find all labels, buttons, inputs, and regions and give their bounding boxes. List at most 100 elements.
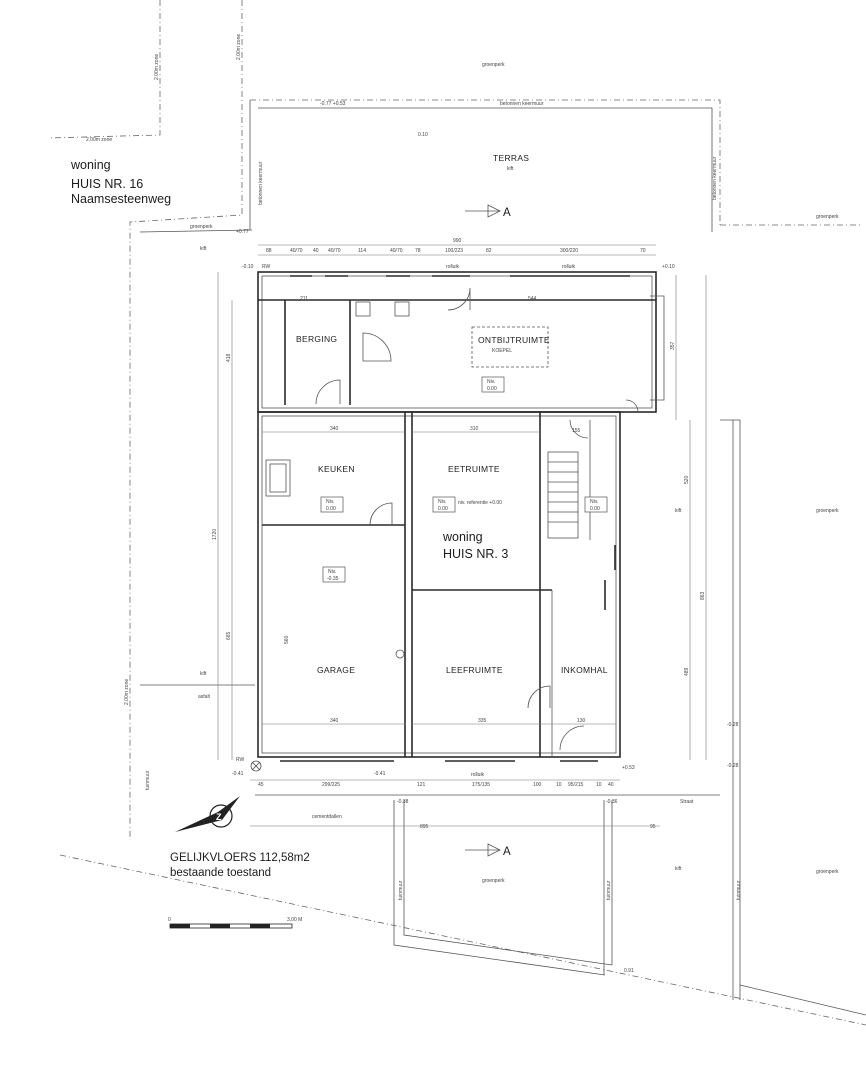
room-eetruimte: EETRUIMTE (448, 464, 500, 474)
note-rw: RW (262, 264, 271, 270)
dim-garage: 340 (330, 718, 339, 724)
note-level: -0.77 +0.53 (320, 101, 346, 107)
level-boxes (320, 376, 608, 583)
house-label-2: HUIS NR. 3 (443, 547, 508, 561)
note-level: -0.38 (397, 799, 409, 805)
compass-icon (175, 796, 240, 832)
note-cementdallen: cementdallen (312, 814, 342, 820)
room-inkomhal: INKOMHAL (561, 665, 608, 675)
dim-leef: 335 (478, 718, 487, 724)
dim-bottom-part: 95/215 (568, 782, 584, 788)
dim-top-part: 300/220 (560, 248, 578, 254)
note-keermuur: betonnen keermuur (500, 101, 544, 107)
note-rolluik: rolluik (562, 264, 576, 270)
note-kift: kift (200, 246, 207, 252)
note-level: -0.41 (232, 771, 244, 777)
note-kift: kift (200, 671, 207, 677)
dim-top-part: 40/70 (290, 248, 303, 254)
dim-bottom-part: 10 (596, 782, 602, 788)
dim-left-c: 560 (284, 635, 290, 644)
note-tuinmuur: tuinmuur (606, 880, 612, 900)
dim-top-part: 88 (266, 248, 272, 254)
dim-bottom-part: 40 (608, 782, 614, 788)
note-asfalt: asfalt (198, 694, 211, 700)
room-keuken: KEUKEN (318, 464, 355, 474)
dim-berging: 211 (300, 296, 308, 302)
dim-ontbijt: 544 (528, 296, 537, 302)
level-value: 0.00 (590, 506, 600, 512)
note-rolluik: rolluik (471, 772, 485, 778)
room-berging: BERGING (296, 334, 337, 344)
dim-eet-side: 155 (572, 428, 581, 434)
dim-bottom-part: 45 (258, 782, 264, 788)
neighbour-label-3: Naamsesteenweg (71, 192, 171, 206)
dim-top-part: 78 (415, 248, 421, 254)
note-level: -0.36 (606, 799, 618, 805)
note-tuinmuur: tuinmuur (398, 880, 404, 900)
dim-top-part: 114 (358, 248, 366, 254)
note-tuinmuur: tuinmuur (145, 770, 151, 790)
house-walls (250, 271, 665, 772)
level-label: Niv. (438, 499, 446, 505)
note-level: -0.28 (727, 763, 739, 769)
note-rw: RW (236, 757, 245, 763)
dim-bottom-total: 895 (420, 824, 429, 830)
note-zone: 2.00m zone (236, 34, 242, 60)
room-terras: TERRAS (493, 153, 529, 163)
dim-top-part: 40/70 (390, 248, 403, 254)
note-straat: Straat (680, 799, 694, 805)
dim-top-part: 82 (486, 248, 492, 254)
dim-left-a: 418 (226, 353, 232, 362)
level-label: Niv. (328, 569, 336, 575)
level-label: Niv. (326, 499, 334, 505)
dim-top-part: 40 (313, 248, 319, 254)
section-mark-top: A (503, 207, 511, 219)
scale-label: 3,00 M (287, 917, 302, 923)
dim-right-b: 520 (684, 475, 690, 484)
dim-right-total: 863 (700, 591, 706, 600)
note-groenperk: groenperk (816, 508, 839, 514)
scale-bar (169, 923, 293, 929)
dim-inkom: 130 (577, 718, 586, 724)
level-label: Niv. (590, 499, 598, 505)
note-zone: 2.00m zone (86, 137, 112, 143)
dim-right-c: 489 (684, 667, 690, 676)
level-value: 0.00 (326, 506, 336, 512)
dim-right-a: 357 (670, 341, 676, 350)
dim-left-b: 665 (226, 631, 232, 640)
level-value: -0.35 (327, 576, 339, 582)
note-groenperk: groenperk (816, 214, 839, 220)
room-ontbijtruimte: ONTBIJTRUIMTE (478, 335, 550, 345)
room-leefruimte: LEEFRUIMTE (446, 665, 503, 675)
note-level: 0.91 (624, 968, 634, 974)
level-value: 0.00 (438, 506, 448, 512)
dim-left-total: 1720 (212, 529, 218, 540)
note-groenperk: groenperk (816, 869, 839, 875)
dim-eet: 310 (470, 426, 479, 432)
note-groenperk: groenperk (482, 62, 505, 68)
note-rolluik: rolluik (446, 264, 460, 270)
dim-bottom-part: 121 (417, 782, 426, 788)
room-garage: GARAGE (317, 665, 355, 675)
dim-bottom-part: 299/225 (322, 782, 340, 788)
room-koepel: KOEPEL (492, 348, 512, 354)
note-groenperk: groenperk (190, 224, 213, 230)
note-level: 0.10 (418, 132, 428, 138)
caption-floor: GELIJKVLOERS 112,58m2 (170, 852, 310, 864)
note-kift: kift (675, 866, 682, 872)
level-value: 0.00 (487, 386, 497, 392)
note-groenperk: groenperk (482, 878, 505, 884)
scale-zero: 0 (168, 917, 171, 923)
note-kift: kift (675, 508, 682, 514)
dim-bottom-right: 95 (650, 824, 656, 830)
note-zone: 2.00m zone (124, 679, 130, 705)
section-mark-bottom: A (503, 846, 511, 858)
dim-top-part: 70 (640, 248, 646, 254)
dim-bottom-part: 100 (533, 782, 542, 788)
dim-top-total: 990 (453, 238, 462, 244)
dim-top-part: 40/70 (328, 248, 341, 254)
note-level: +0.77 (236, 229, 249, 235)
compass-letter: Z (216, 812, 222, 822)
note-kift: kift (507, 166, 514, 172)
dim-top-part: 100/223 (445, 248, 463, 254)
